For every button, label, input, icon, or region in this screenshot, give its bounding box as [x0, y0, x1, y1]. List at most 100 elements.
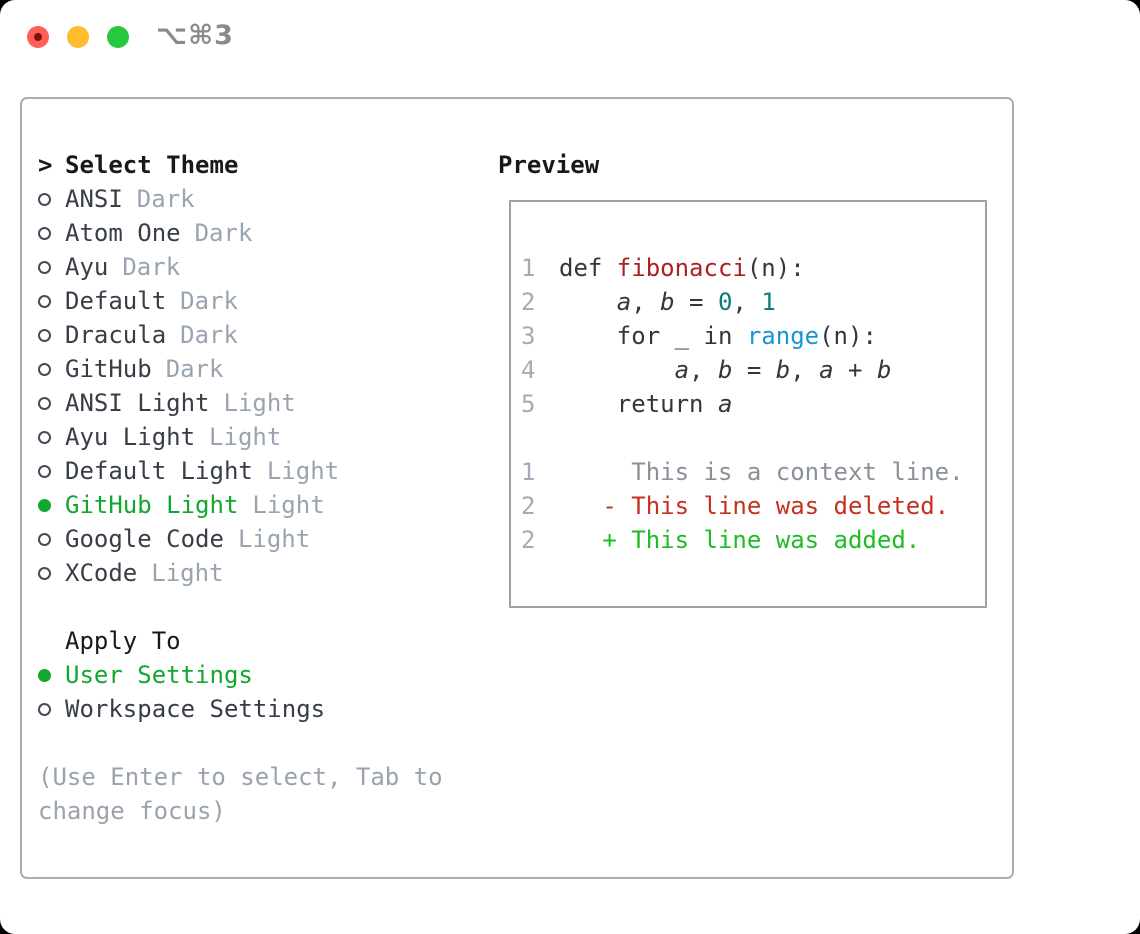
apply-to-header: Apply To — [38, 624, 478, 658]
apply-option-workspace-settings[interactable]: Workspace Settings — [38, 692, 478, 726]
line-number: 1 — [521, 254, 536, 282]
code-token — [559, 288, 617, 316]
select-theme-title: Select Theme — [65, 151, 239, 179]
line-number: 4 — [521, 356, 536, 384]
option-variant: Light — [252, 491, 325, 519]
code-line: 2 a, b = 0, 1 — [521, 285, 985, 319]
option-label: Default Light — [65, 457, 253, 485]
code-token: - This line was deleted. — [559, 492, 950, 520]
code-token: a — [674, 356, 690, 384]
option-variant: Dark — [165, 355, 224, 383]
theme-option-ayu-light[interactable]: Ayu Light Light — [38, 420, 478, 454]
radio-icon — [38, 396, 51, 410]
code-line: 1 This is a context line. — [521, 455, 985, 489]
line-number: 2 — [521, 288, 536, 316]
window-shortcut-label: ⌥⌘3 — [156, 20, 234, 51]
code-token: b — [717, 356, 733, 384]
radio-icon — [38, 702, 51, 716]
code-token: + This line was added. — [559, 526, 921, 554]
traffic-lights — [27, 26, 129, 48]
code-token: a — [616, 288, 632, 316]
radio-icon — [38, 430, 51, 444]
option-label: ANSI Light — [65, 389, 210, 417]
close-dot-icon — [34, 33, 42, 41]
option-variant: Dark — [122, 253, 181, 281]
code-token: def — [559, 254, 617, 282]
theme-option-google-code[interactable]: Google Code Light — [38, 522, 478, 556]
option-variant: Light — [151, 559, 224, 587]
option-label: Ayu — [65, 253, 109, 281]
code-token: , — [790, 356, 820, 384]
radio-icon — [38, 226, 51, 240]
theme-option-default[interactable]: Default Dark — [38, 284, 478, 318]
select-theme-header: > Select Theme — [38, 148, 478, 182]
line-number: 3 — [521, 322, 536, 350]
option-label: Google Code — [65, 525, 224, 553]
theme-option-ayu[interactable]: Ayu Dark — [38, 250, 478, 284]
zoom-button[interactable] — [107, 26, 129, 48]
line-number: 2 — [521, 526, 536, 554]
line-number: 5 — [521, 390, 536, 418]
code-token: = — [732, 356, 776, 384]
code-line: 4 a, b = b, a + b — [521, 353, 985, 387]
apply-to-title: Apply To — [65, 627, 181, 655]
option-variant: Dark — [180, 321, 238, 349]
code-token: (n): — [746, 254, 805, 282]
preview-title: Preview — [498, 151, 600, 179]
option-label: Ayu Light — [65, 423, 196, 451]
code-token: b — [775, 356, 791, 384]
option-label: Atom One — [65, 219, 181, 247]
hint-text: (Use Enter to select, Tab to change focu… — [38, 763, 443, 825]
radio-icon — [38, 566, 51, 580]
close-button[interactable] — [27, 26, 49, 48]
code-token — [559, 356, 675, 384]
option-variant: Dark — [136, 185, 195, 213]
option-label: ANSI — [65, 185, 123, 213]
option-variant: Dark — [194, 219, 253, 247]
option-label: Default — [65, 287, 167, 315]
code-token: + — [833, 356, 877, 384]
code-token: , — [732, 288, 762, 316]
option-variant: Light — [237, 525, 311, 553]
option-variant: Dark — [180, 287, 238, 315]
radio-icon — [38, 192, 51, 206]
code-token: 0 — [717, 288, 733, 316]
radio-icon — [38, 260, 51, 274]
theme-option-github[interactable]: GitHub Dark — [38, 352, 478, 386]
code-token: , — [689, 356, 718, 384]
theme-option-ansi-light[interactable]: ANSI Light Light — [38, 386, 478, 420]
apply-option-user-settings[interactable]: User Settings — [38, 658, 478, 692]
code-token: 1 — [761, 288, 776, 316]
radio-icon — [38, 532, 51, 546]
code-line: 3 for _ in range(n): — [521, 319, 985, 353]
minimize-button[interactable] — [67, 26, 89, 48]
code-token: return — [559, 390, 718, 418]
code-token: b — [876, 356, 892, 384]
theme-option-dracula[interactable]: Dracula Dark — [38, 318, 478, 352]
code-line: 2 - This line was deleted. — [521, 489, 985, 523]
option-label: Workspace Settings — [65, 695, 326, 723]
option-label: Dracula — [65, 321, 167, 349]
radio-icon — [38, 328, 51, 342]
code-token: b — [660, 288, 675, 316]
option-label: GitHub — [65, 355, 152, 383]
spacer — [38, 590, 478, 624]
radio-icon — [38, 464, 51, 478]
option-variant: Light — [209, 423, 282, 451]
code-token: a — [717, 390, 733, 418]
theme-option-atom-one[interactable]: Atom One Dark — [38, 216, 478, 250]
theme-picker-panel — [20, 97, 1014, 879]
code-line: 5 return a — [521, 387, 985, 421]
radio-selected-icon — [38, 668, 51, 682]
code-line — [521, 421, 985, 455]
option-variant: Light — [223, 389, 296, 417]
code-token: , — [631, 288, 661, 316]
theme-option-ansi[interactable]: ANSI Dark — [38, 182, 478, 216]
